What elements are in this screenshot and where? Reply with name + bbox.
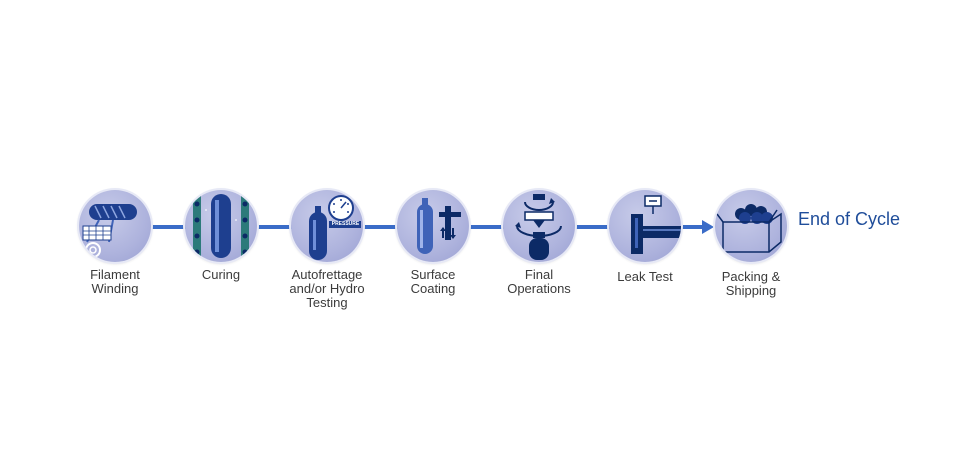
shipping-box-icon <box>715 190 787 262</box>
curing-oven-icon <box>185 190 257 262</box>
pressure-text: PRESSURE <box>331 221 360 227</box>
step-leak-test: Leak Test <box>590 190 700 284</box>
connector-2-3 <box>258 225 292 229</box>
step-curing: Curing <box>166 190 276 282</box>
end-of-cycle-label: End of Cycle <box>798 209 901 229</box>
machining-tool-icon <box>503 190 575 262</box>
connector-3-4 <box>364 225 398 229</box>
leak-test-rig-icon <box>609 190 681 262</box>
arrowhead-icon <box>702 220 714 234</box>
filament-winding-icon <box>79 190 151 262</box>
coating-cylinder-icon <box>397 190 469 262</box>
connector-6-7 <box>682 225 704 229</box>
connector-5-6 <box>576 225 610 229</box>
step-label: Packing &Shipping <box>721 269 781 298</box>
step-label: Leak Test <box>617 269 673 284</box>
connector-1-2 <box>152 225 186 229</box>
connector-4-5 <box>470 225 504 229</box>
step-label: Curing <box>201 267 241 282</box>
pressure-gauge-icon: PRESSURE <box>291 190 363 262</box>
step-packing-shipping: Packing &Shipping <box>696 190 806 298</box>
